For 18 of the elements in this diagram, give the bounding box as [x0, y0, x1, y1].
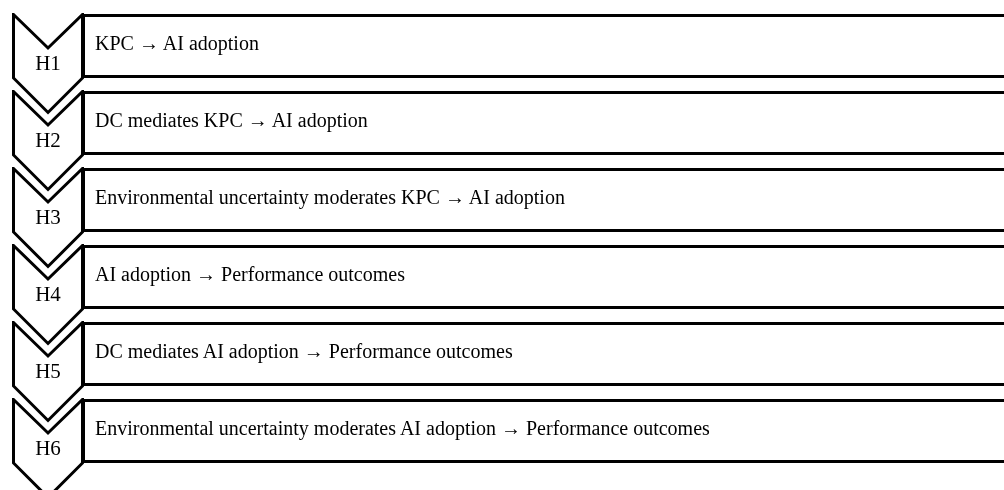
hypothesis-label: H5: [34, 359, 62, 383]
hypothesis-label: H4: [34, 282, 62, 306]
hypothesis-label: H1: [34, 51, 62, 75]
hypothesis-label: H6: [34, 436, 62, 460]
hypothesis-box: [82, 91, 1004, 155]
hypothesis-box: [82, 322, 1004, 386]
hypothesis-text: DC mediates AI adoption → Performance outcomes: [95, 339, 513, 363]
hypothesis-text: AI adoption → Performance outcomes: [95, 262, 405, 286]
hypothesis-label: H3: [34, 205, 62, 229]
hypothesis-box: [82, 168, 1004, 232]
hypothesis-label: H2: [34, 128, 62, 152]
hypothesis-box: [82, 399, 1004, 463]
hypothesis-text: DC mediates KPC → AI adoption: [95, 108, 368, 132]
hypothesis-text: Environmental uncertainty moderates KPC → AI adoption: [95, 185, 565, 209]
hypothesis-box: [82, 245, 1004, 309]
hypothesis-text: KPC → AI adoption: [95, 31, 259, 55]
hypothesis-box: [82, 14, 1004, 78]
hypothesis-text: Environmental uncertainty moderates AI adoption → Performance outcomes: [95, 416, 710, 440]
